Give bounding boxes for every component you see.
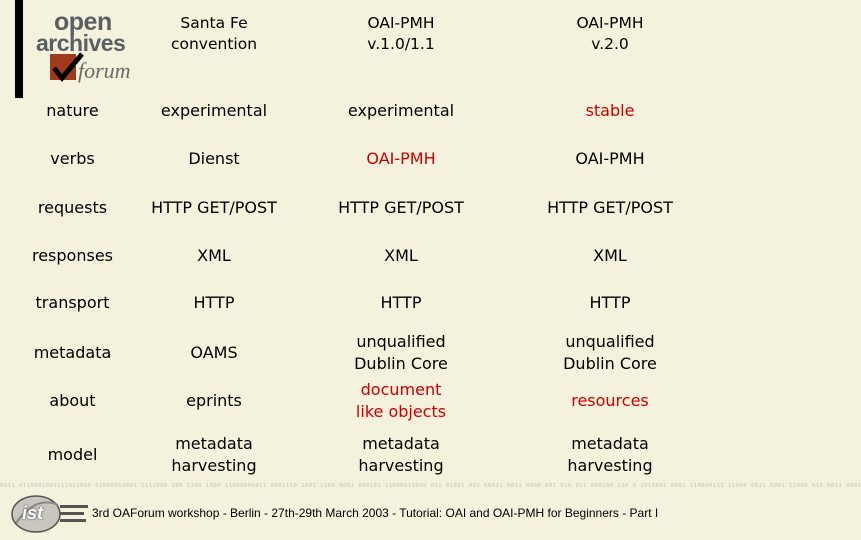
header-cell-santa-fe: Santa Fe convention — [170, 14, 258, 53]
open-archives-forum-logo: open archives forum — [24, 6, 134, 94]
table-cell-highlight: OAI-PMH — [366, 149, 436, 168]
table-row: about eprints document like objects reso… — [0, 377, 720, 425]
table-cell: HTTP GET/POST — [151, 198, 277, 217]
logo-text-archives: archives — [36, 30, 126, 56]
header-cell-empty — [20, 8, 125, 76]
header-cell-oaipmh-v1: OAI-PMH v.1.0/1.1 — [367, 14, 435, 53]
row-label: transport — [35, 293, 110, 312]
table-cell-highlight: document like objects — [355, 380, 447, 421]
binary-decoration-strip: 0011 0110001001111011000 01000010001 111… — [0, 483, 861, 489]
table-cell: Dienst — [188, 149, 240, 168]
table-cell: HTTP — [380, 293, 422, 312]
ist-logo-text: ist — [22, 503, 44, 523]
row-label: verbs — [50, 149, 95, 168]
ist-logo-icon — [11, 495, 88, 533]
table-cell: metadata harvesting — [171, 434, 257, 475]
table-row: metadata OAMS unqualified Dublin Core un… — [0, 329, 720, 377]
table-cell: experimental — [160, 101, 268, 120]
table-cell: metadata harvesting — [358, 434, 444, 475]
table-cell: experimental — [347, 101, 455, 120]
table-cell: XML — [197, 246, 231, 265]
table-row: requests HTTP GET/POST HTTP GET/POST HTT… — [0, 195, 720, 221]
table-cell: OAMS — [190, 343, 238, 362]
logo-text-forum: forum — [78, 58, 131, 83]
header-cell-oaipmh-v2: OAI-PMH v.2.0 — [576, 14, 644, 53]
table-cell: XML — [384, 246, 418, 265]
table-cell: unqualified Dublin Core — [563, 332, 657, 373]
row-label: model — [47, 445, 98, 464]
row-label: metadata — [33, 343, 112, 362]
table-row: nature experimental experimental stable — [0, 98, 720, 124]
table-cell: HTTP — [589, 293, 631, 312]
table-row: verbs Dienst OAI-PMH OAI-PMH — [0, 146, 720, 172]
table-cell: eprints — [186, 391, 242, 410]
table-cell: XML — [593, 246, 627, 265]
table-header-row: Santa Fe convention OAI-PMH v.1.0/1.1 OA… — [0, 8, 720, 76]
logo-text-open: open — [54, 8, 112, 36]
row-label: about — [49, 391, 96, 410]
table-row: model metadata harvesting metadata harve… — [0, 431, 720, 479]
ist-logo: ist — [10, 493, 90, 535]
table-cell-highlight: stable — [585, 101, 635, 120]
table-cell: unqualified Dublin Core — [354, 332, 448, 373]
table-cell: HTTP GET/POST — [338, 198, 464, 217]
table-cell-highlight: resources — [571, 391, 649, 410]
table-cell: metadata harvesting — [567, 434, 653, 475]
table-cell: HTTP — [193, 293, 235, 312]
table-row: transport HTTP HTTP HTTP — [0, 290, 720, 316]
row-label: responses — [31, 246, 113, 265]
footer-text: 3rd OAForum workshop - Berlin - 27th-29t… — [92, 506, 659, 520]
row-label: requests — [37, 198, 108, 217]
logo-checkmark-icon — [50, 52, 84, 82]
table-cell: OAI-PMH — [575, 149, 645, 168]
table-row: responses XML XML XML — [0, 243, 720, 269]
left-accent-bar — [15, 0, 23, 98]
row-label: nature — [46, 101, 99, 120]
table-cell: HTTP GET/POST — [547, 198, 673, 217]
